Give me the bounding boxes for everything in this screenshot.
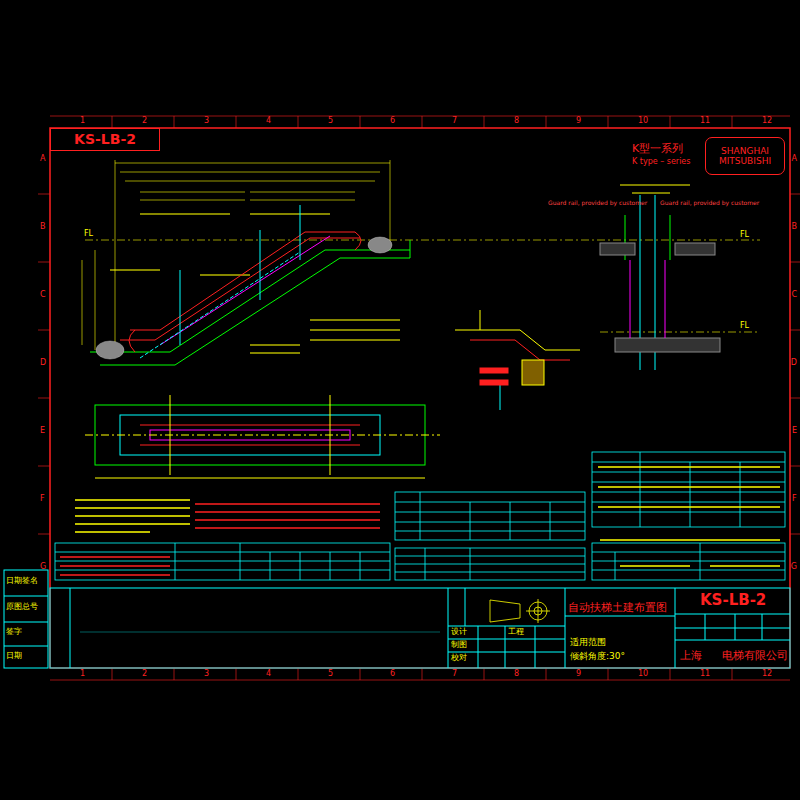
grid-number: 6 xyxy=(390,670,395,679)
grid-letter: B xyxy=(792,223,798,232)
grid-letter: A xyxy=(40,155,45,164)
grid-number: 5 xyxy=(328,670,333,679)
grid-number: 3 xyxy=(204,117,209,126)
grid-letter: D xyxy=(791,359,797,368)
company-logo-box: SHANGHAI MITSUBISHI xyxy=(705,137,785,175)
grid-letter: F xyxy=(40,495,45,504)
side-cell: 日期 xyxy=(6,652,22,661)
grid-number: 7 xyxy=(452,117,457,126)
drawing-number: KS-LB-2 xyxy=(700,592,766,609)
company-name: 上海 xyxy=(680,650,702,662)
grid-number: 4 xyxy=(266,670,271,679)
grid-letter: F xyxy=(792,495,797,504)
series-title-en: K type – series xyxy=(632,158,690,167)
grid-number: 6 xyxy=(390,117,395,126)
grid-number: 9 xyxy=(576,117,581,126)
side-cell: 日期签名 xyxy=(6,577,38,586)
grid-letter: G xyxy=(40,563,46,572)
grid-number: 1 xyxy=(80,670,85,679)
node-text: KS-LB-2 xyxy=(54,131,156,147)
grid-letter: B xyxy=(40,223,46,232)
node-text: SHANGHAI MITSUBISHI xyxy=(709,146,781,167)
title-cell: 工程 xyxy=(508,628,524,637)
grid-number: 10 xyxy=(638,670,648,679)
grid-letter: G xyxy=(791,563,797,572)
note-text: Guard rail, provided by customer xyxy=(660,200,759,207)
scope-label: 适用范围 xyxy=(570,638,606,648)
grid-number: 5 xyxy=(328,117,333,126)
grid-number: 4 xyxy=(266,117,271,126)
floor-level: FL xyxy=(740,231,749,240)
grid-number: 12 xyxy=(762,117,772,126)
side-cell: 签字 xyxy=(6,628,22,637)
grid-number: 11 xyxy=(700,670,710,679)
floor-level: FL xyxy=(84,230,93,239)
grid-number: 3 xyxy=(204,670,209,679)
series-title: K型一系列 xyxy=(632,143,683,155)
angle-label: 倾斜角度:30° xyxy=(570,652,625,662)
grid-letter: E xyxy=(792,427,797,436)
title-cell: 制图 xyxy=(451,641,467,650)
grid-number: 1 xyxy=(80,117,85,126)
grid-number: 2 xyxy=(142,670,147,679)
title-cell: 校对 xyxy=(451,654,467,663)
grid-number: 8 xyxy=(514,670,519,679)
grid-number: 2 xyxy=(142,117,147,126)
grid-letter: D xyxy=(40,359,46,368)
grid-letter: A xyxy=(792,155,797,164)
grid-number: 8 xyxy=(514,117,519,126)
drawing-title: 自动扶梯土建布置图 xyxy=(568,602,667,614)
company-name: 电梯有限公司 xyxy=(722,650,788,662)
grid-number: 11 xyxy=(700,117,710,126)
grid-number: 7 xyxy=(452,670,457,679)
grid-letter: C xyxy=(40,291,46,300)
title-cell: 设计 xyxy=(451,628,467,637)
side-cell: 原图总号 xyxy=(6,603,38,612)
grid-letter: E xyxy=(40,427,45,436)
grid-number: 10 xyxy=(638,117,648,126)
grid-number: 9 xyxy=(576,670,581,679)
floor-level: FL xyxy=(740,322,749,331)
note-text: Guard rail, provided by customer xyxy=(548,200,647,207)
sheet-number-box: KS-LB-2 xyxy=(50,128,160,151)
grid-letter: C xyxy=(791,291,797,300)
grid-number: 12 xyxy=(762,670,772,679)
